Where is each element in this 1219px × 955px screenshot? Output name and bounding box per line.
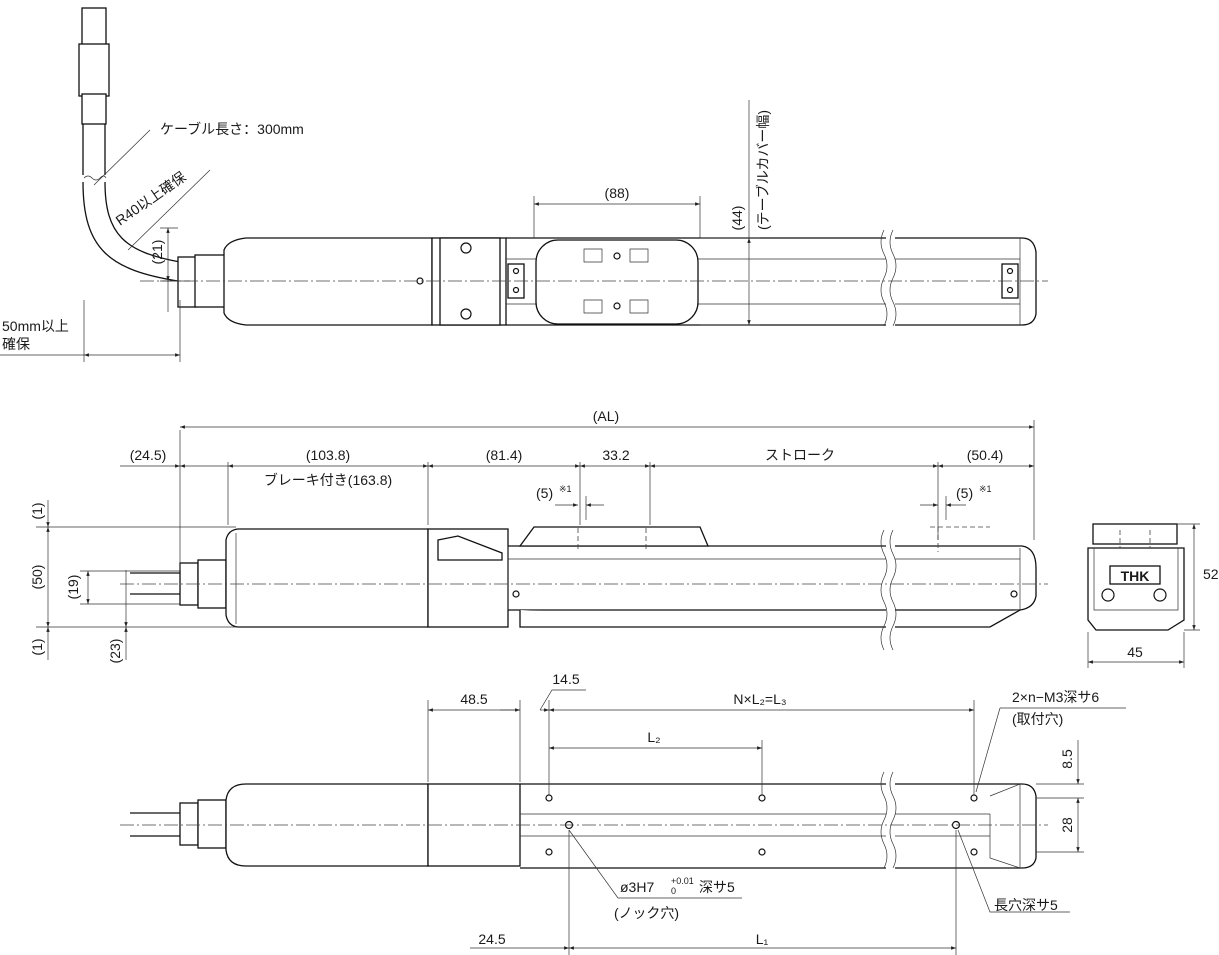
- mount-holes-note: (取付穴): [1012, 711, 1063, 727]
- top-view: ケーブル長さ：300mm R40以上確保 50mm以上 確保 (21) (88)…: [0, 7, 1048, 362]
- pin-hole-depth-label: 深サ5: [699, 879, 735, 895]
- clearance-label-line1: 50mm以上: [2, 318, 69, 334]
- dim-24-5-bottom-label: 24.5: [478, 931, 505, 947]
- note-1-right: ※1: [979, 484, 992, 494]
- tolerance-upper: +0.01: [671, 876, 694, 886]
- dim-50-4-label: (50.4): [967, 447, 1004, 463]
- dim-28-label: 28: [1059, 817, 1075, 833]
- pin-hole-label: ø3H7: [620, 879, 654, 895]
- dim-88-label: (88): [605, 185, 630, 201]
- dim-103-8-label: (103.8): [306, 447, 350, 463]
- clearance-label-line2: 確保: [2, 336, 30, 352]
- dim-33-2-label: 33.2: [602, 447, 629, 463]
- dim-5-left-label: (5): [536, 485, 553, 501]
- side-view: (AL) (24.5) (103.8) ブレーキ付き(163.8) (81.4)…: [29, 408, 1048, 663]
- dim-14-5-label: 14.5: [552, 671, 579, 687]
- dim-5-right-label: (5): [956, 485, 973, 501]
- n-l2-l3-label: N×L₂=L₃: [733, 691, 786, 707]
- dim-19-label: (19): [65, 575, 81, 600]
- dim-23-label: (23): [107, 639, 123, 664]
- dim-44-label: (44): [729, 206, 745, 231]
- top-motor-housing: [177, 237, 507, 326]
- slot-depth-label: 長穴深サ5: [994, 897, 1058, 913]
- top-dimensions: [0, 100, 760, 362]
- bottom-view: 48.5 14.5 N×L₂=L₃ L₂ 2×n−M3深サ6 (取付穴) 8.5…: [120, 671, 1126, 955]
- cable-length-label: ケーブル長さ：300mm: [160, 121, 304, 137]
- note-1-left: ※1: [559, 484, 572, 494]
- dim-8-5-label: 8.5: [1059, 749, 1075, 769]
- stroke-label: ストローク: [765, 447, 835, 463]
- thk-logo: THK: [1121, 568, 1150, 584]
- brake-label: ブレーキ付き(163.8): [264, 472, 392, 488]
- bend-radius-label: R40以上確保: [113, 168, 189, 228]
- dim-24-5-label: (24.5): [130, 447, 167, 463]
- table-cover-width-label: (テーブルカバー幅): [755, 110, 771, 230]
- dim-81-4-label: (81.4): [486, 447, 523, 463]
- side-dimensions: [36, 420, 1035, 660]
- mount-holes-label: 2×n−M3深サ6: [1012, 689, 1099, 705]
- cable-assembly: [78, 7, 211, 282]
- l2-label: L₂: [647, 729, 660, 745]
- l1-label: L₁: [756, 931, 769, 947]
- dim-45-label: 45: [1127, 644, 1143, 660]
- mounting-holes: [545, 794, 978, 856]
- dim-52-label: 52: [1203, 566, 1219, 582]
- dim-48-5-label: 48.5: [460, 691, 487, 707]
- knock-hole-label: (ノック穴): [614, 905, 679, 921]
- top-rail-body: [506, 229, 1037, 327]
- tolerance-lower: 0: [671, 886, 676, 896]
- dim-21-label: (21): [149, 240, 165, 265]
- dim-al-label: (AL): [593, 408, 619, 424]
- dim-1-bottom-label: (1): [29, 638, 45, 655]
- dim-50-label: (50): [29, 565, 45, 590]
- end-view: THK 52 45: [1087, 523, 1219, 668]
- dim-1-top-label: (1): [29, 502, 45, 519]
